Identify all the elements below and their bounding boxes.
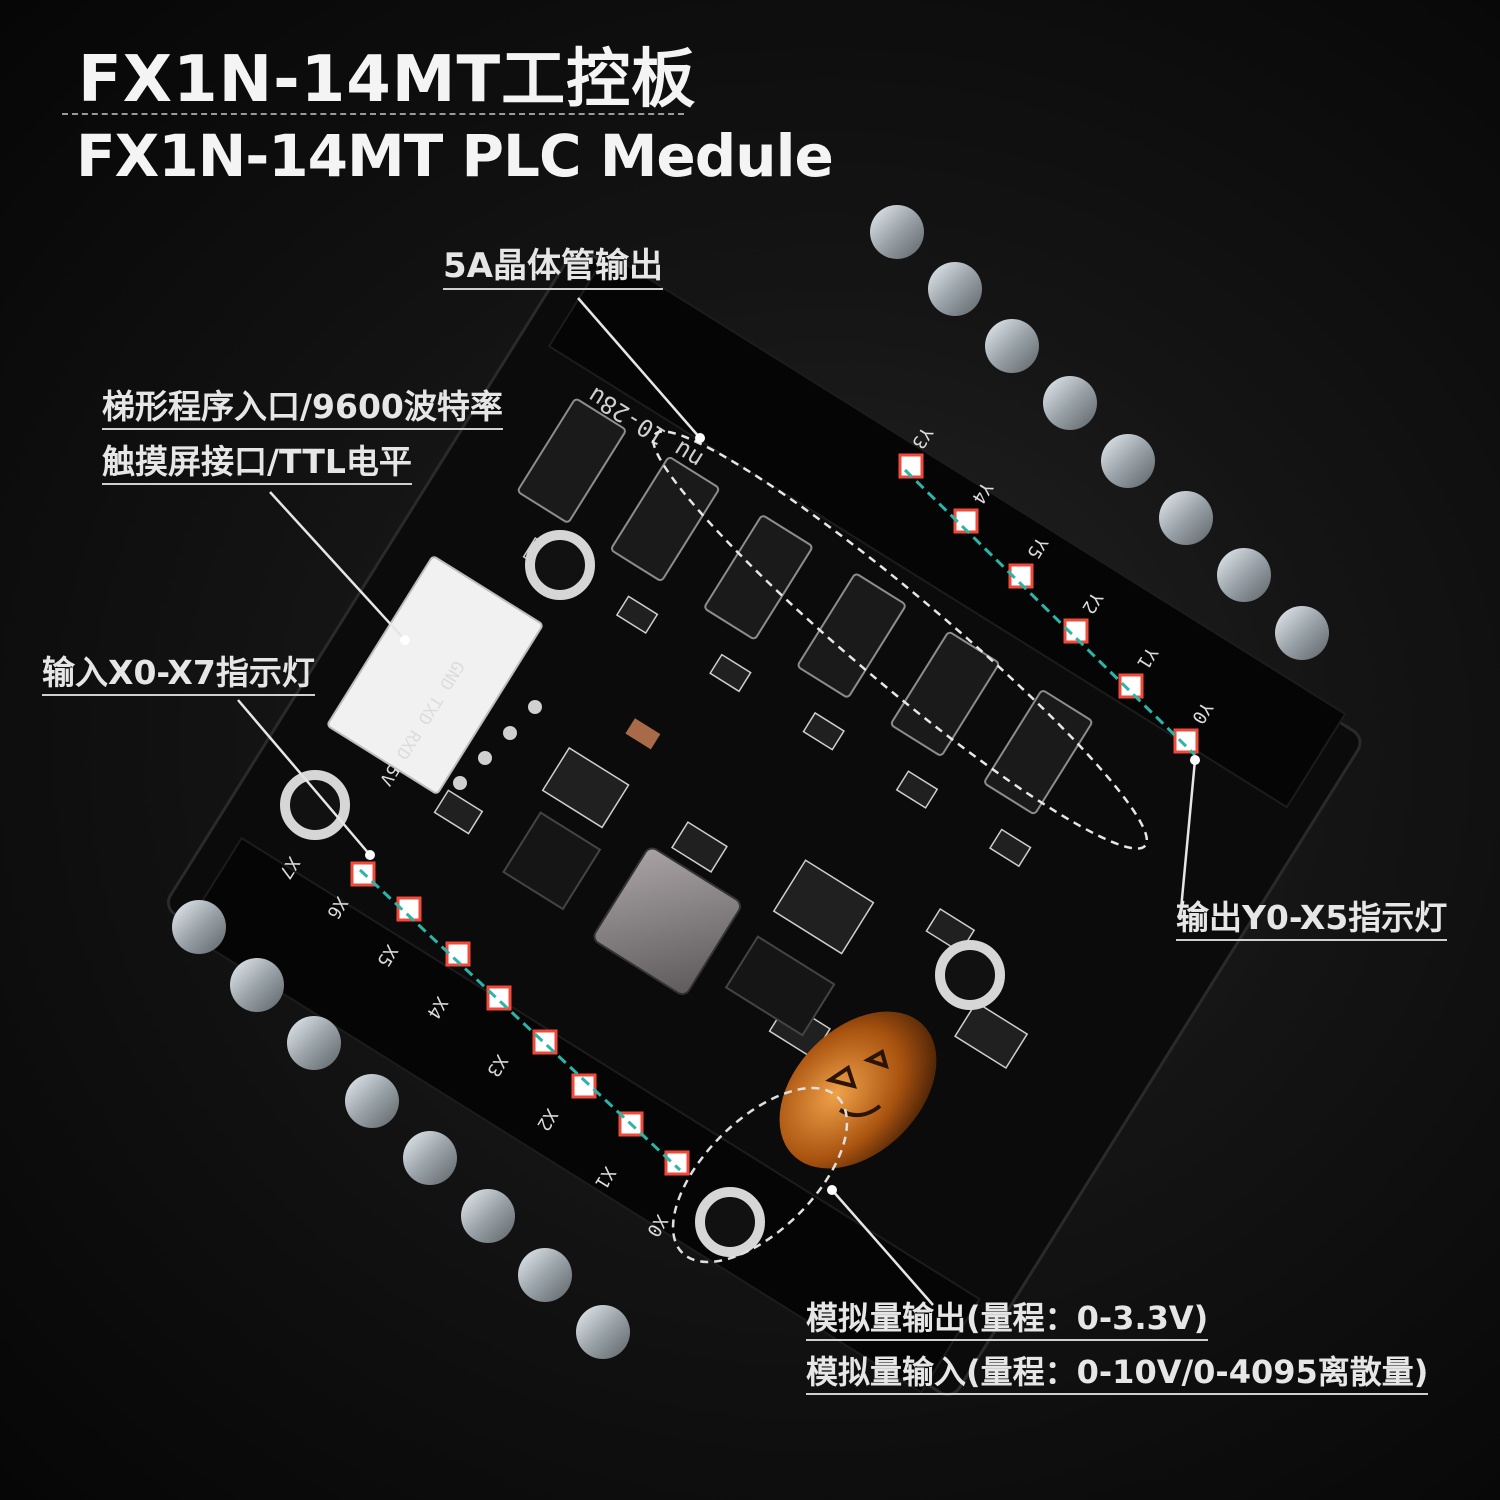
programming-connector	[327, 556, 543, 794]
output-led-guide	[903, 468, 1197, 757]
input-terminal-screws	[172, 900, 630, 1359]
mounting-holes	[280, 530, 1005, 1257]
callout-analog-output: 模拟量输出(量程：0-3.3V)	[806, 1300, 1209, 1341]
callout-ladder-port-line2: 触摸屏接口/TTL电平	[102, 443, 412, 485]
potentiometer	[779, 1011, 937, 1169]
product-title-english: FX1N-14MT PLC Medule	[76, 122, 834, 190]
callout-ladder-port-line1: 梯形程序入口/9600波特率	[102, 388, 503, 430]
callout-output-leds: 输出Y0-X5指示灯	[1176, 899, 1448, 941]
pcb-body: nu 10-28u	[167, 249, 1362, 1397]
callout-input-leds: 输入X0-X7指示灯	[42, 654, 315, 696]
input-led-guide	[358, 868, 682, 1172]
leader-dots	[365, 433, 1200, 1195]
callout-analog-input: 模拟量输入(量程：0-10V/0-4095离散量)	[806, 1354, 1429, 1395]
output-terminal-screws	[870, 205, 1329, 660]
leader-lines	[237, 297, 1197, 1306]
title-divider	[62, 113, 684, 115]
product-title-chinese: FX1N-14MT工控板	[78, 43, 697, 117]
callout-transistor-output: 5A晶体管输出	[443, 246, 663, 291]
